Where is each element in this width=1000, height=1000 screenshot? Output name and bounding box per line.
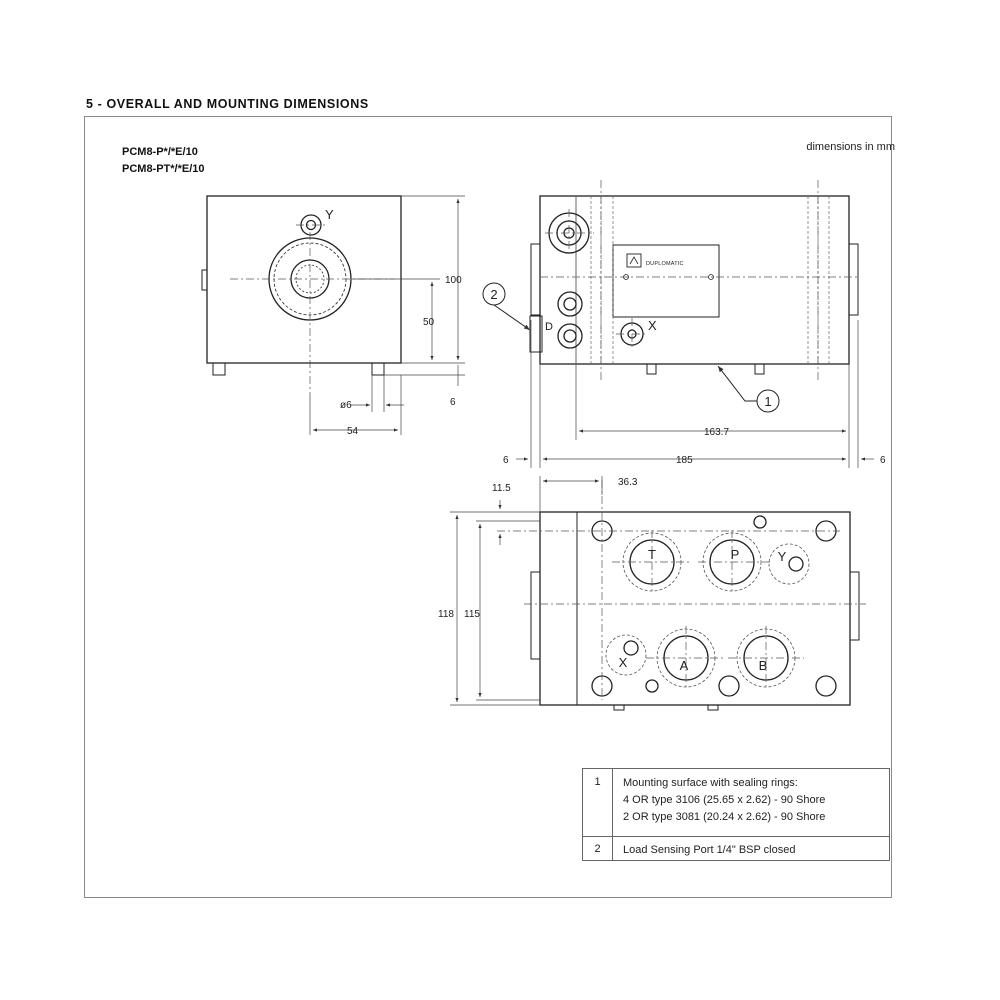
nameplate-logo xyxy=(626,253,642,268)
side-view xyxy=(529,195,859,375)
model-codes: PCM8-P*/*E/10 PCM8-PT*/*E/10 xyxy=(122,144,205,178)
legend-table: 1 Mounting surface with sealing rings: 4… xyxy=(582,768,890,861)
model-code-2: PCM8-PT*/*E/10 xyxy=(122,163,205,175)
legend-number: 1 xyxy=(594,776,601,788)
legend-text: Load Sensing Port 1/4" BSP closed xyxy=(623,842,795,859)
legend-number: 2 xyxy=(594,843,601,855)
locating-pin xyxy=(645,679,659,693)
port-y-label: Y xyxy=(778,549,787,564)
port-y xyxy=(788,556,804,572)
legend-line: Load Sensing Port 1/4" BSP closed xyxy=(623,844,796,856)
front-dimensions xyxy=(309,195,465,435)
side-dimensions xyxy=(516,320,874,468)
nameplate xyxy=(612,244,720,318)
front-view xyxy=(201,195,402,395)
dim-width-outer: 118 xyxy=(438,609,454,620)
callout-1 xyxy=(717,365,780,413)
side-d-label: D xyxy=(545,321,553,333)
bolt-hole xyxy=(718,675,740,697)
callout-2-label: 2 xyxy=(490,287,497,302)
bottom-body xyxy=(539,511,851,706)
bottom-dimensions xyxy=(450,476,603,706)
dim-height: 100 xyxy=(445,275,462,286)
side-plug-lower xyxy=(557,323,583,349)
section-title: 5 - OVERALL AND MOUNTING DIMENSIONS xyxy=(86,97,369,111)
dim-width-inner: 115 xyxy=(464,609,480,620)
locating-pin xyxy=(753,515,767,529)
legend-line: 2 OR type 3081 (20.24 x 2.62) - 90 Shore xyxy=(623,811,826,823)
dim-end-left: 6 xyxy=(503,455,509,466)
callout-2 xyxy=(482,282,531,331)
front-foot-right xyxy=(371,362,385,376)
port-t-label: T xyxy=(648,547,656,562)
legend-text: Mounting surface with sealing rings: 4 O… xyxy=(623,775,825,826)
port-x xyxy=(623,640,639,656)
front-foot-left xyxy=(212,362,226,376)
port-b-label: B xyxy=(759,658,768,673)
port-a-label: A xyxy=(680,658,689,673)
front-y-label: Y xyxy=(325,207,334,222)
dim-mount-length: 163.7 xyxy=(704,427,729,438)
port-p-label: P xyxy=(731,547,740,562)
dim-overall-length: 185 xyxy=(676,455,693,466)
front-body xyxy=(206,195,402,364)
bolt-hole xyxy=(815,675,837,697)
callout-1-label: 1 xyxy=(764,394,771,409)
dim-pin-offset: 54 xyxy=(347,426,359,437)
units-note: dimensions in mm xyxy=(806,141,895,153)
model-code-1: PCM8-P*/*E/10 xyxy=(122,146,198,158)
side-plug-upper xyxy=(557,291,583,317)
nameplate-brand: DUPLOMATIC xyxy=(646,261,684,267)
dim-axis-height: 50 xyxy=(423,317,435,328)
legend-line: 4 OR type 3106 (25.65 x 2.62) - 90 Shore xyxy=(623,794,826,806)
dim-foot-height: 6 xyxy=(450,397,456,408)
bottom-view xyxy=(530,511,860,711)
legend-line: Mounting surface with sealing rings: xyxy=(623,777,798,789)
dim-offset-small: 11.5 xyxy=(492,483,511,494)
port-x-label: X xyxy=(619,655,628,670)
dim-end-right: 6 xyxy=(880,455,886,466)
legend-row: 2 Load Sensing Port 1/4" BSP closed xyxy=(583,836,889,861)
d-port-plug xyxy=(529,315,543,353)
dim-pin-dia: ø6 xyxy=(340,400,352,411)
side-x-label: X xyxy=(648,318,657,333)
drawing-frame xyxy=(84,116,892,898)
side-body xyxy=(539,195,850,365)
legend-row: 1 Mounting surface with sealing rings: 4… xyxy=(583,769,889,837)
dim-offset-large: 36.3 xyxy=(618,477,638,488)
